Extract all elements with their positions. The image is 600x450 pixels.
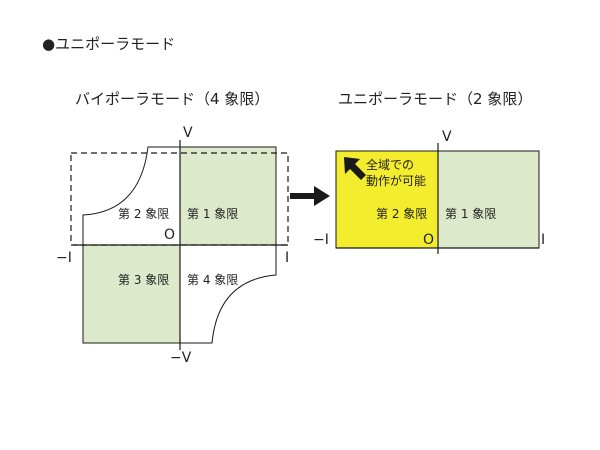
left-dashed-frame [70,152,289,246]
right-title: ユニポーラモード（2 象限） [338,90,533,108]
left-axis-neg-v-label: −V [170,350,192,366]
right-q1-area [437,150,540,249]
right-note-line1: 全域での [366,158,415,172]
right-q2-label: 第 2 象限 [376,207,428,221]
left-axis-i-label: I [285,250,290,266]
left-q1-label: 第 1 象限 [187,207,239,221]
right-axis-v-label: V [442,129,452,145]
right-axis-neg-i-label: −I [313,232,329,248]
left-origin-label: O [164,227,176,243]
transition-arrow-head [314,186,330,206]
northwest-arrow-icon [344,157,366,180]
left-q2-boundary [82,146,180,245]
right-origin-label: O [423,232,435,248]
left-q4-boundary [180,245,277,344]
left-q3-area [82,244,181,344]
left-title: バイポーラモード（4 象限） [75,90,270,108]
left-axis-neg-i-label: −I [56,250,72,266]
right-note-line2: 動作が可能 [366,174,427,188]
right-q1-label: 第 1 象限 [445,207,497,221]
left-axis-v-label: V [183,125,193,141]
left-q4-label: 第 4 象限 [187,273,239,287]
right-axis-i-label: I [541,232,546,248]
left-q3-label: 第 3 象限 [118,273,170,287]
page-heading: ●ユニポーラモード [42,35,176,53]
left-q2-label: 第 2 象限 [118,207,170,221]
left-q1-area [179,146,277,246]
